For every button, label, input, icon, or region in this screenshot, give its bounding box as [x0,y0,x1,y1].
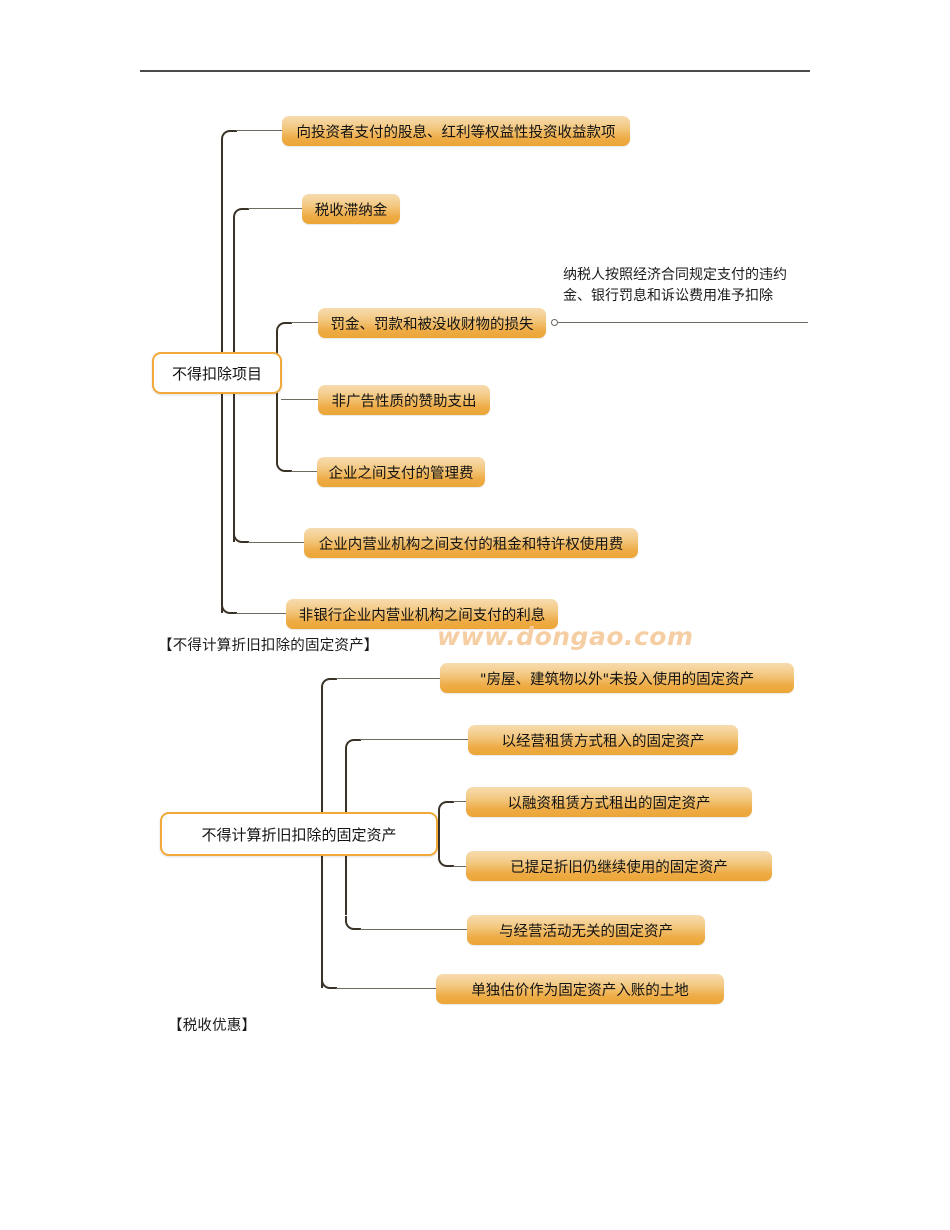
connector-elbow-branch2 [233,208,249,222]
heading-tax-benefit: 【税收优惠】 [168,1018,257,1034]
map2-branch-node-2[interactable]: 以经营租赁方式租入的固定资产 [468,725,738,755]
map2-connector-arm-branch2 [360,739,470,740]
annotation-connector-line [558,322,808,323]
connector-elbow-branch3 [276,322,292,336]
map2-branch-node-5[interactable]: 与经营活动无关的固定资产 [467,915,705,945]
connector-elbow-branch7 [221,600,237,614]
map1-branch-node-7[interactable]: 非银行企业内营业机构之间支付的利息 [286,599,558,629]
site-watermark: www.dongao.com [437,622,694,651]
map1-branch-node-4[interactable]: 非广告性质的赞助支出 [318,385,490,415]
connector-arm-branch1 [236,130,282,131]
map1-root-node[interactable]: 不得扣除项目 [152,352,282,394]
map2-connector-arm-branch1 [336,678,440,679]
connector-arm-branch4 [281,399,318,400]
connector-stem-third [276,335,278,459]
connector-elbow-branch6 [233,529,249,543]
heading-fixed-assets: 【不得计算折旧扣除的固定资产】 [158,638,379,654]
map2-connector-arm-branch5 [360,929,468,930]
connector-elbow-branch1 [221,130,237,144]
map2-connector-arm-branch4 [453,866,466,867]
map2-connector-stem-third [438,814,440,854]
map2-connector-elbow-branch4 [438,853,454,867]
map2-connector-elbow-branch5 [345,916,361,930]
map2-connector-arm-branch3 [453,801,466,802]
map2-branch-node-3[interactable]: 以融资租赁方式租出的固定资产 [466,787,752,817]
map1-branch-node-3[interactable]: 罚金、罚款和被没收财物的损失 [318,308,546,338]
map2-root-node[interactable]: 不得计算折旧扣除的固定资产 [160,812,438,856]
map1-branch-node-6[interactable]: 企业内营业机构之间支付的租金和特许权使用费 [304,528,638,558]
connector-arm-branch6 [248,542,304,543]
map2-connector-elbow-branch2 [345,739,361,753]
connector-arm-branch7 [236,613,286,614]
map2-connector-elbow-branch1 [321,678,337,692]
annotation-text: 纳税人按照经济合同规定支付的违约 金、银行罚息和诉讼费用准予扣除 [563,267,787,304]
map1-branch-node-2[interactable]: 税收滞纳金 [302,194,400,224]
map2-connector-elbow-branch6 [321,975,337,989]
connector-elbow-branch5 [276,458,292,472]
connector-arm-branch5 [291,471,317,472]
map2-connector-elbow-branch3 [438,801,454,815]
map2-branch-node-6[interactable]: 单独估价作为固定资产入账的土地 [436,974,724,1004]
map2-branch-node-1[interactable]: "房屋、建筑物以外"未投入使用的固定资产 [440,663,794,693]
map2-branch-node-4[interactable]: 已提足折旧仍继续使用的固定资产 [466,851,772,881]
map2-connector-arm-branch6 [336,988,436,989]
map1-branch-node-1[interactable]: 向投资者支付的股息、红利等权益性投资收益款项 [282,116,630,146]
connector-arm-branch3 [291,322,318,323]
annotation-connector-dot [551,319,558,326]
header-divider [140,70,810,72]
map1-branch-node-5[interactable]: 企业之间支付的管理费 [317,457,485,487]
connector-arm-branch2 [248,208,302,209]
